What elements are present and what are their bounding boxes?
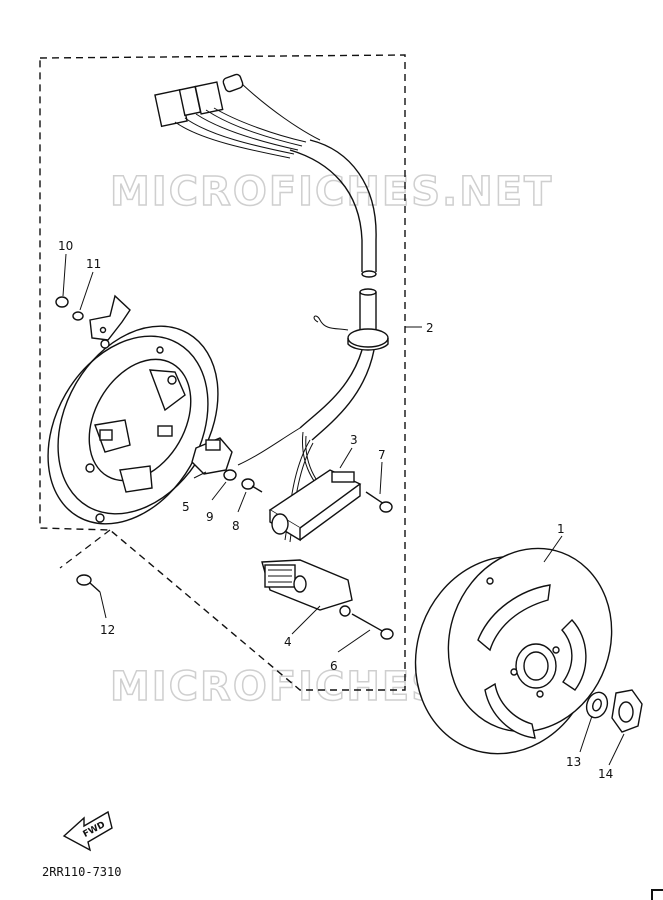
leader-lines [62, 253, 625, 766]
flywheel-rotor-part-1 [414, 547, 613, 755]
callout-7: 7 [378, 448, 386, 462]
screw-part-7 [365, 491, 393, 513]
drawing-code: 2RR110-7310 [42, 865, 121, 879]
stator-base-plate [47, 325, 219, 525]
screw-part-12 [76, 574, 101, 593]
screw-part-10 [55, 296, 84, 321]
callout-9: 9 [206, 510, 214, 524]
callout-4: 4 [284, 635, 292, 649]
callout-13: 13 [566, 755, 581, 769]
pickup-coil-part-5 [191, 437, 233, 475]
callout-3: 3 [350, 433, 358, 447]
corner-mark [651, 889, 663, 900]
washer-part-9 [223, 469, 237, 481]
coil-assembly-part-3 [268, 469, 362, 542]
fwd-arrow-icon: FWD [62, 810, 113, 852]
callout-14: 14 [598, 767, 613, 781]
callout-12: 12 [100, 623, 115, 637]
callout-8: 8 [232, 519, 240, 533]
charging-coil-part-4 [261, 559, 353, 611]
callout-10: 10 [58, 239, 73, 253]
callout-11: 11 [86, 257, 101, 271]
assembly-boundary [39, 54, 422, 691]
bracket-part-11 [89, 294, 131, 341]
wire-harness [154, 73, 389, 543]
nut-part-14 [611, 689, 643, 733]
callout-5: 5 [182, 500, 190, 514]
screw-part-6 [339, 605, 394, 640]
callout-2: 2 [426, 321, 434, 335]
callout-1: 1 [557, 522, 565, 536]
callout-6: 6 [330, 659, 338, 673]
screw-part-8 [241, 478, 263, 493]
watermark-top: MICROFICHES.NET [110, 169, 553, 215]
washer-part-13 [585, 691, 609, 719]
